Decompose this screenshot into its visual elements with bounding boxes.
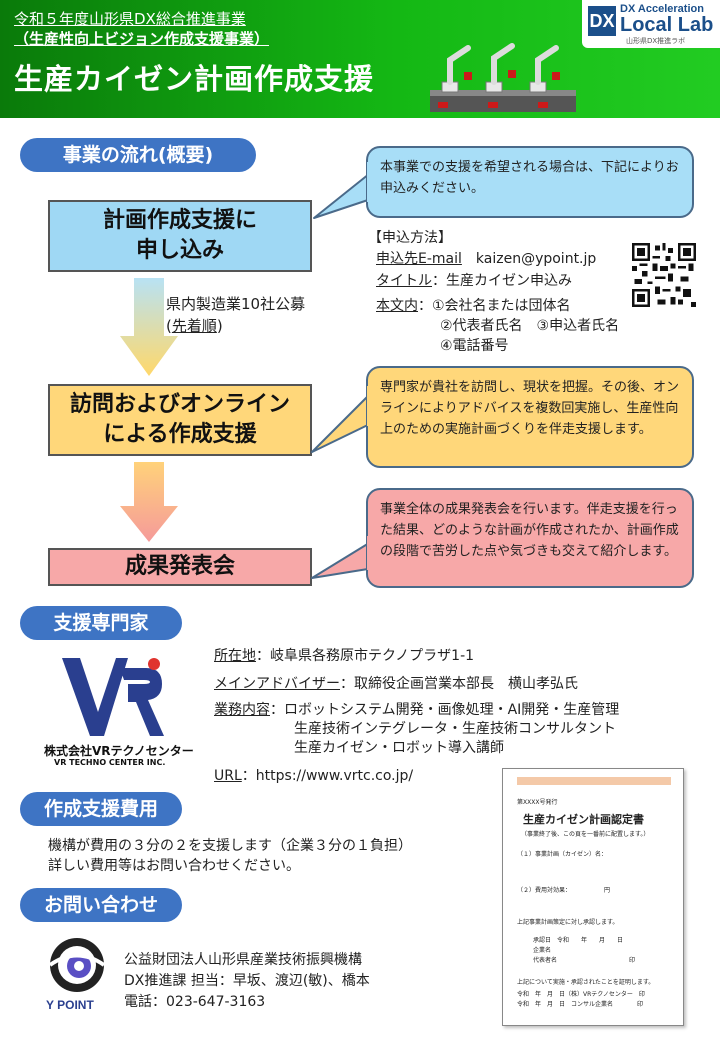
doc-item1: （１）事業計画（カイゼン）名： <box>517 851 608 858</box>
doc-title: 生産カイゼン計画認定書 <box>523 813 644 826</box>
apply-heading: 【申込方法】 <box>368 230 452 246</box>
cost-line2: 詳しい費用等はお問い合わせください。 <box>48 858 300 874</box>
step-support-line1: 訪問およびオンライン <box>69 392 290 418</box>
expert-advisor: メインアドバイザー：取締役企画営業本部長 横山孝弘氏 <box>214 676 578 692</box>
flow-arrow-2 <box>120 462 178 542</box>
callout-presentation: 事業全体の成果発表会を行います。伴走支援を行った結果、どのような計画が作成された… <box>366 488 694 588</box>
callout-apply: 本事業での支援を希望される場合は、下記によりお申込みください。 <box>366 146 694 218</box>
section-flow-label: 事業の流れ(概要) <box>20 138 256 172</box>
doc-approve: 上記事業計画策定に対し承認します。 <box>517 919 619 926</box>
callout-join-3 <box>367 536 371 570</box>
expert-business: 業務内容：ロボットシステム開発・画像処理・AI開発・生産管理 <box>214 702 620 718</box>
page-title: 生産カイゼン計画作成支援 <box>14 62 375 96</box>
step-apply-line2: 申し込み <box>135 238 224 263</box>
doc-company: 企業名 <box>533 947 552 954</box>
qr-code-icon[interactable] <box>632 243 696 307</box>
vr-techno-center-logo-icon <box>62 658 164 736</box>
y-point-logo-icon <box>48 938 106 992</box>
apply-email-label: 申込先E-mail <box>376 251 462 267</box>
section-cost-label: 作成支援費用 <box>20 792 182 826</box>
section-contact-label: お問い合わせ <box>20 888 182 922</box>
contact-phone: 電話：023-647-3163 <box>124 994 266 1010</box>
step-apply-note-line1: 県内製造業10社公募 <box>166 295 306 313</box>
callout-join-1 <box>367 162 371 202</box>
doc-number: 第XXXX号発行 <box>517 799 558 806</box>
header-subtitle-1: 令和５年度山形県DX総合推進事業 <box>14 10 246 28</box>
header-subtitle-2: （生産性向上ビジョン作成支援事業） <box>14 30 270 48</box>
expert-address: 所在地：岐阜県各務原市テクノプラザ1-1 <box>214 648 475 664</box>
step-presentation-label: 成果発表会 <box>124 554 235 580</box>
doc-header-strip <box>517 777 671 785</box>
step-apply-box: 計画作成支援に申し込み <box>48 200 312 272</box>
cost-line1: 機構が費用の３分の２を支援します（企業３分の１負担） <box>48 838 412 854</box>
apply-body-row: 本文内：①会社名または団体名 <box>376 298 571 314</box>
callout-join-2 <box>367 386 371 426</box>
robot-arms-illustration <box>430 43 576 112</box>
logo-line-3: 山形県DX推進ラボ <box>626 37 686 45</box>
apply-body-line3: ④電話番号 <box>440 338 509 354</box>
company-name-en: VR TECHNO CENTER INC. <box>54 758 166 767</box>
step-apply-line1: 計画作成支援に <box>102 208 257 234</box>
callout-support: 専門家が貴社を訪問し、現状を把握。その後、オンラインによりアドバイスを複数回実施… <box>366 366 694 468</box>
doc-item2: （２）費用対効果： 円 <box>517 887 611 894</box>
section-expert-label: 支援専門家 <box>20 606 182 640</box>
doc-rep: 代表者名 印 <box>533 957 636 964</box>
logo-line-2: Local Lab <box>620 14 714 36</box>
expert-url-link[interactable]: ：https://www.vrtc.co.jp/ <box>241 768 414 784</box>
doc-cert: 上記について実施・承認されたことを証明します。 <box>517 979 655 986</box>
certificate-document-image: 第XXXX号発行 生産カイゼン計画認定書 （事業終了後、この頁を一番前に配置しま… <box>502 768 684 1026</box>
contact-dept: DX推進課 担当：早坂、渡辺(敏)、橋本 <box>124 973 370 989</box>
doc-date: 承認日 令和 年 月 日 <box>533 937 624 944</box>
step-support-line2: による作成支援 <box>103 422 257 447</box>
y-point-logo-text: Y POINT <box>46 998 94 1012</box>
doc-sign1: 令和 年 月 日（株）VRテクノセンター 印 <box>517 991 645 998</box>
dx-local-lab-logo: DX DX Acceleration Local Lab 山形県DX推進ラボ <box>582 0 720 48</box>
doc-note: （事業終了後、この頁を一番前に配置します。） <box>521 831 650 838</box>
step-presentation-box: 成果発表会 <box>48 548 312 586</box>
expert-business-line2: 生産技術インテグレータ・生産技術コンサルタント <box>294 721 616 737</box>
step-support-box: 訪問およびオンラインによる作成支援 <box>48 384 312 456</box>
logo-dx-mark: DX <box>588 6 616 36</box>
expert-url: URL：https://www.vrtc.co.jp/ <box>214 768 414 784</box>
logo-line-1: DX Acceleration <box>620 3 704 15</box>
step-apply-note-line2: (先着順) <box>166 317 223 335</box>
apply-title-row: タイトル：生産カイゼン申込み <box>376 273 572 289</box>
expert-business-line3: 生産カイゼン・ロボット導入講師 <box>294 740 504 756</box>
doc-sign2: 令和 年 月 日 コンサル企業名 印 <box>517 1001 644 1008</box>
company-name: 株式会社VRテクノセンター <box>44 744 194 758</box>
apply-email-row: 申込先E-mail kaizen@ypoint.jp <box>376 249 596 269</box>
apply-email-link[interactable]: kaizen@ypoint.jp <box>475 251 597 267</box>
flow-arrow-1 <box>120 278 178 376</box>
apply-body-line2: ②代表者氏名 ③申込者氏名 <box>440 318 620 334</box>
contact-org: 公益財団法人山形県産業技術振興機構 <box>124 952 362 968</box>
